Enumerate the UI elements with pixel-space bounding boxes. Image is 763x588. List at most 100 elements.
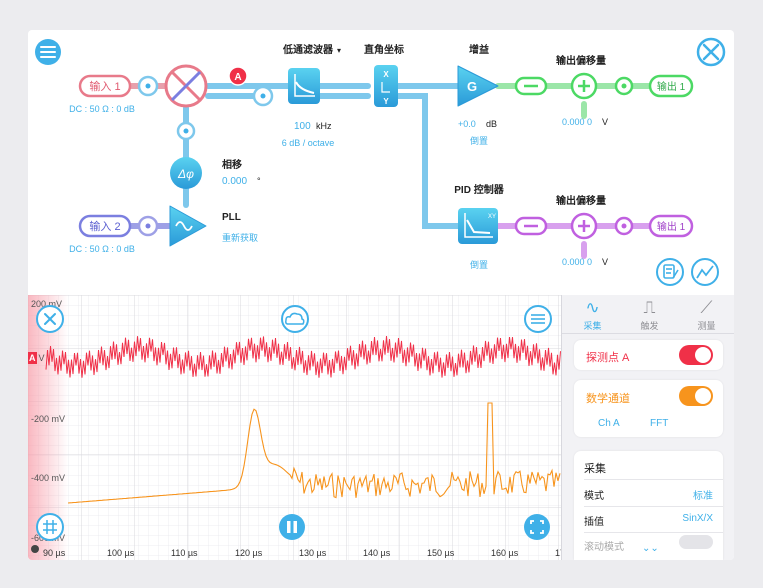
phase-value[interactable]: 0.000 bbox=[222, 176, 247, 187]
pll-block[interactable] bbox=[169, 205, 207, 247]
scope-grid-button[interactable] bbox=[36, 513, 64, 541]
probe-a-card: 探测点 A bbox=[574, 340, 723, 370]
ruler-icon: ⟋ bbox=[700, 298, 713, 317]
lowpass-title[interactable]: 低通滤波器 bbox=[282, 43, 334, 56]
x-axis-label: 130 µs bbox=[299, 548, 327, 558]
svg-text:G: G bbox=[467, 79, 477, 94]
x-axis-label: 110 µs bbox=[171, 548, 198, 558]
gain-unit: dB bbox=[486, 119, 497, 129]
output1-button[interactable]: 输出 1 bbox=[648, 74, 694, 98]
x-axis-label: 90 µs bbox=[43, 548, 66, 558]
app-window: 输入 1 DC : 50 Ω : 0 dB A 低通滤波器 ▾ 100 kHz … bbox=[28, 30, 734, 560]
cloud-upload-icon bbox=[285, 312, 305, 325]
scope-pause-button[interactable] bbox=[279, 514, 305, 540]
x-axis-label: 100 µs bbox=[107, 548, 135, 558]
offset2-title: 输出偏移量 bbox=[556, 194, 606, 207]
gain-block[interactable]: G bbox=[457, 65, 499, 107]
rectangular-block[interactable]: X Y bbox=[374, 65, 398, 107]
svg-text:输出 1: 输出 1 bbox=[657, 80, 686, 93]
roll-mode-row[interactable]: 滚动模式 bbox=[584, 542, 624, 553]
wrench-screwdriver-icon bbox=[702, 43, 720, 61]
channel-a-marker[interactable]: A bbox=[28, 352, 37, 364]
input1-button[interactable]: 输入 1 bbox=[78, 74, 132, 98]
phase-shift-block[interactable]: Δφ bbox=[170, 157, 202, 189]
y-axis-label: 200 mV bbox=[31, 299, 62, 309]
channel-a-trace bbox=[45, 336, 561, 378]
scope-settings-button[interactable] bbox=[524, 305, 552, 333]
gain-invert[interactable]: 倒置 bbox=[470, 135, 488, 146]
lowpass-filter-block[interactable] bbox=[288, 68, 320, 104]
tab-trigger[interactable]: ⎍ 触发 bbox=[621, 297, 678, 332]
menu-button[interactable] bbox=[35, 39, 61, 65]
gain-title: 增益 bbox=[469, 43, 489, 56]
interp-row[interactable]: 插值 SinX/X bbox=[584, 513, 713, 528]
scope-upload-button[interactable] bbox=[281, 305, 309, 333]
gain-value[interactable]: +0.0 bbox=[458, 119, 476, 129]
pll-reacquire-button[interactable]: 重新获取 bbox=[222, 232, 258, 243]
tab-measure[interactable]: ⟋ 测量 bbox=[678, 297, 734, 332]
time-origin-marker bbox=[31, 545, 39, 553]
pid-title: PID 控制器 bbox=[454, 183, 504, 196]
scope-fullscreen-button[interactable] bbox=[524, 514, 550, 540]
svg-text:°: ° bbox=[257, 176, 261, 186]
mixer-block[interactable] bbox=[164, 64, 208, 108]
input2-button[interactable]: 输入 2 bbox=[78, 214, 132, 238]
y-axis-label: 0 V bbox=[31, 353, 45, 363]
offset1-title: 输出偏移量 bbox=[556, 54, 606, 67]
x-axis-label: 150 µs bbox=[427, 548, 455, 558]
svg-text:Δφ: Δφ bbox=[177, 167, 194, 181]
tools-button[interactable] bbox=[696, 37, 726, 67]
chevron-down-icon[interactable]: ⌄⌄ bbox=[642, 543, 659, 554]
tab-acquire[interactable]: ∿ 采集 bbox=[564, 297, 621, 332]
offset2-value[interactable]: 0.000 0 bbox=[562, 257, 592, 267]
x-axis-label: 170 µs bbox=[555, 548, 561, 558]
pid-controller-block[interactable]: XY bbox=[458, 208, 498, 244]
offset1-value[interactable]: 0.000 0 bbox=[562, 117, 592, 127]
y-axis-label: -200 mV bbox=[31, 414, 65, 424]
lowpass-dropdown-icon[interactable]: ▾ bbox=[337, 46, 341, 55]
math-toggle[interactable] bbox=[679, 386, 713, 406]
acquisition-header: 采集 bbox=[584, 463, 606, 475]
rect-title: 直角坐标 bbox=[364, 43, 404, 56]
scope-settings-panel: ∿ 采集 ⎍ 触发 ⟋ 测量 探测点 A 数学通道 Ch A FFT 采集 模式 bbox=[561, 295, 734, 560]
probe-a-toggle[interactable] bbox=[679, 345, 713, 365]
offset2-plus-button[interactable] bbox=[570, 212, 598, 240]
pid-invert[interactable]: 倒置 bbox=[470, 259, 488, 270]
notes-button[interactable] bbox=[656, 258, 684, 286]
math-fft-trace bbox=[67, 402, 561, 504]
lowpass-slope[interactable]: 6 dB / octave bbox=[282, 138, 335, 148]
svg-text:XY: XY bbox=[488, 214, 496, 220]
output2-button[interactable]: 输出 1 bbox=[648, 214, 694, 238]
trend-button[interactable] bbox=[691, 258, 719, 286]
roll-mode-toggle[interactable] bbox=[679, 535, 713, 549]
oscilloscope-display[interactable]: 200 mV0 V-200 mV-400 mV-600 mV 90 µs100 … bbox=[28, 295, 561, 560]
lowpass-unit: kHz bbox=[316, 121, 332, 131]
acquisition-card: 采集 模式 标准 插值 SinX/X 滚动模式 ⌄⌄ bbox=[574, 451, 723, 560]
input2-dc-setting[interactable]: DC : 50 Ω : 0 dB bbox=[69, 244, 135, 254]
input2-label: 输入 2 bbox=[89, 219, 120, 233]
interp-value[interactable]: SinX/X bbox=[682, 513, 713, 524]
svg-text:A: A bbox=[29, 353, 36, 363]
mode-value[interactable]: 标准 bbox=[693, 491, 713, 502]
hamburger-icon bbox=[40, 46, 56, 58]
probe-a-badge[interactable]: A bbox=[228, 66, 248, 86]
sliders-icon bbox=[531, 314, 545, 324]
expand-icon bbox=[530, 520, 544, 534]
mode-row[interactable]: 模式 标准 bbox=[584, 487, 713, 502]
trend-line-icon bbox=[696, 265, 714, 279]
grid-icon bbox=[43, 520, 57, 534]
wave-icon: ∿ bbox=[585, 298, 600, 317]
probe-a-label: 探测点 A bbox=[586, 352, 630, 364]
svg-text:X: X bbox=[383, 70, 389, 79]
lowpass-frequency[interactable]: 100 bbox=[294, 121, 311, 132]
block-diagram: 输入 1 DC : 50 Ω : 0 dB A 低通滤波器 ▾ 100 kHz … bbox=[35, 37, 726, 286]
math-source-select[interactable]: Ch A bbox=[598, 418, 620, 429]
input1-dc-setting[interactable]: DC : 50 Ω : 0 dB bbox=[69, 104, 135, 114]
scope-close-button[interactable] bbox=[36, 305, 64, 333]
x-axis-label: 160 µs bbox=[491, 548, 519, 558]
pll-title: PLL bbox=[222, 212, 241, 223]
svg-text:A: A bbox=[234, 72, 241, 83]
input1-label: 输入 1 bbox=[89, 79, 120, 93]
offset1-plus-button[interactable] bbox=[570, 72, 598, 100]
math-function-select[interactable]: FFT bbox=[650, 418, 669, 429]
